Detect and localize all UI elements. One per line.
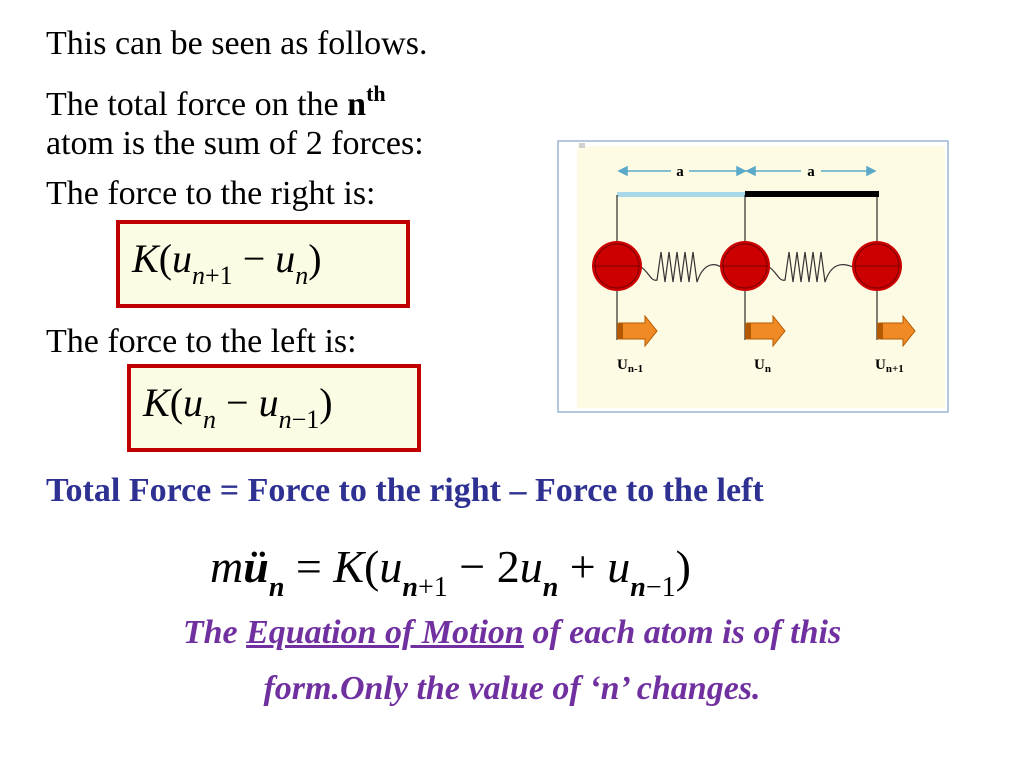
intro-line-2: The total force on the nth (46, 74, 386, 125)
eq-u: u (258, 380, 279, 425)
eq-sub-n: n (278, 405, 292, 434)
equation-of-motion-term: Equation of Motion (246, 614, 524, 651)
right-force-equation-box: K(un+1 − un) (116, 220, 410, 308)
eq-open-paren: ( (158, 236, 173, 281)
spring-2 (768, 251, 854, 283)
eom-open-paren: ( (364, 541, 380, 592)
eom-plus: + (558, 541, 608, 592)
eq-sub-rest: −1 (291, 405, 320, 434)
closing-line-2: form.Only the value of ‘n’ changes. (263, 670, 761, 707)
eom-u3-sub: n−1 (630, 572, 676, 603)
lattice-bar-right (745, 191, 879, 197)
eq-u: u (183, 380, 204, 425)
lattice-bar-left (617, 192, 745, 197)
left-force-equation-box: K(un − un−1) (127, 364, 421, 452)
intro-line-5: The force to the left is: (46, 323, 357, 360)
left-force-equation: K(un − un−1) (143, 380, 333, 433)
intro-line-1: This can be seen as follows. (46, 25, 428, 62)
eom-minus-2: − 2 (447, 541, 520, 592)
displacement-arrow-2 (745, 314, 786, 348)
closing-line-1: The Equation of Motion of each atom is o… (0, 606, 1024, 660)
eq-minus: − (232, 236, 276, 281)
eom-u1-sub: n+1 (402, 572, 448, 603)
eq-sub-rest: +1 (205, 261, 233, 290)
eq-sub-n: n (192, 261, 206, 290)
atom-2 (720, 241, 770, 291)
atom-1 (592, 241, 642, 291)
equation-of-motion: mün = K(un+1 − 2un + un−1) (210, 540, 691, 603)
label-u-n-minus-1: Un-1 (617, 357, 643, 375)
intro-line-2-text: The total force on the (46, 86, 348, 123)
nth-superscript: th (366, 81, 386, 106)
eq-sub-n: n (203, 405, 217, 434)
eom-close-paren: ) (675, 541, 691, 592)
eom-u2-sub: n (542, 572, 559, 603)
eq-K: K (132, 236, 159, 281)
atom-chain-diagram: a a Un-1 Un Un+1 (557, 140, 949, 413)
eq-close-paren: ) (319, 380, 333, 425)
eq-K: K (143, 380, 170, 425)
closing-suffix: of each atom is of this (523, 614, 842, 651)
eq-u: u (275, 236, 296, 281)
window-icon (579, 143, 585, 148)
eq-u: u (172, 236, 193, 281)
eq-open-paren: ( (169, 380, 184, 425)
eom-u1: u (379, 541, 403, 592)
total-force-statement: Total Force = Force to the right – Force… (46, 472, 764, 509)
intro-line-3: atom is the sum of 2 forces: (46, 125, 424, 162)
eq-subscript: n+1 (192, 261, 233, 290)
eom-m: m (210, 541, 244, 592)
displacement-arrow-1 (617, 314, 658, 348)
spacing-arrow-2 (745, 165, 877, 177)
eom-u-ddot-sub: n (268, 572, 285, 603)
spacing-arrow-1 (617, 165, 747, 177)
label-u-n-plus-1: Un+1 (875, 357, 904, 375)
label-u-n: Un (754, 357, 771, 375)
eq-close-paren: ) (308, 236, 322, 281)
eom-u-ddot: ü (243, 541, 269, 592)
intro-line-4: The force to the right is: (46, 175, 376, 212)
eom-K: K (333, 541, 365, 592)
eom-u2: u (519, 541, 543, 592)
eom-u3: u (607, 541, 631, 592)
spacing-label-1: a (676, 164, 684, 180)
nth-n: n (347, 86, 367, 123)
atom-3 (852, 241, 902, 291)
eq-minus: − (216, 380, 259, 425)
spacing-label-2: a (807, 164, 815, 180)
right-force-equation: K(un+1 − un) (132, 236, 322, 289)
spring-1 (640, 251, 722, 283)
closing-prefix: The (182, 614, 247, 651)
displacement-arrow-3 (877, 314, 916, 348)
eq-sub-n: n (295, 261, 309, 290)
eom-equals: = (284, 541, 334, 592)
eq-subscript: n−1 (279, 405, 320, 434)
